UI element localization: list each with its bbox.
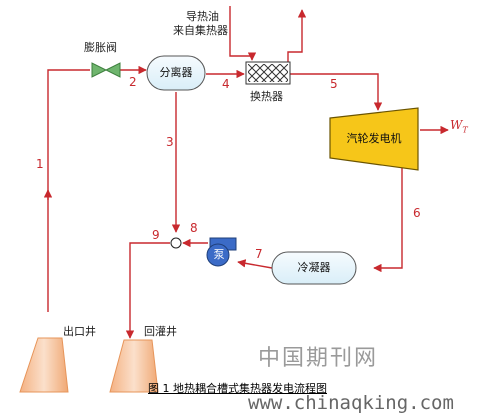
stream-number-6: 6	[413, 206, 421, 220]
stream-line-6	[373, 160, 403, 273]
separator-node	[146, 55, 206, 91]
pump-icon	[206, 237, 237, 267]
pump-label: 泵	[213, 248, 225, 261]
turbine-generator-node	[329, 107, 419, 171]
oil-lines	[229, 6, 307, 62]
stream-number-5: 5	[330, 77, 338, 91]
stream-number-3: 3	[166, 135, 174, 149]
reinjection-well-icon	[109, 339, 159, 393]
stream-line-1	[43, 69, 90, 312]
stream-line-9	[125, 242, 170, 339]
condenser-label: 冷凝器	[297, 261, 331, 274]
watermark-url: www.chinaqking.com	[248, 392, 454, 414]
reinjection-well-label: 回灌井	[144, 325, 177, 338]
oil-source-label-2: 来自集热器	[173, 24, 228, 37]
heat-exchanger-hatch	[248, 64, 288, 82]
separator-label: 分离器	[159, 66, 193, 79]
expansion-valve-icon	[91, 62, 121, 78]
stream-number-7: 7	[255, 247, 263, 261]
mixing-junction	[170, 237, 182, 249]
figure-caption: 图 1 地热耦合槽式集热器发电流程图	[148, 382, 327, 395]
stream-number-4: 4	[222, 77, 230, 91]
oil-source-label-1: 导热油	[186, 10, 219, 23]
stream-number-2: 2	[129, 75, 137, 89]
power-output-label: WT	[450, 118, 468, 135]
stream-line-7	[237, 259, 273, 269]
watermark-chinese: 中国期刊网	[258, 346, 379, 371]
turbine-generator-label: 汽轮发电机	[346, 132, 402, 145]
condenser-node	[271, 251, 357, 285]
stream-line-5	[290, 73, 383, 111]
stream-number-8: 8	[190, 221, 198, 235]
production-well-icon	[19, 337, 69, 393]
production-well-label: 出口井	[63, 325, 96, 338]
heat-exchanger-label: 换热器	[250, 90, 283, 103]
stream-number-9: 9	[152, 228, 160, 242]
stream-number-1: 1	[36, 157, 44, 171]
expansion-valve-label: 膨胀阀	[84, 41, 117, 54]
